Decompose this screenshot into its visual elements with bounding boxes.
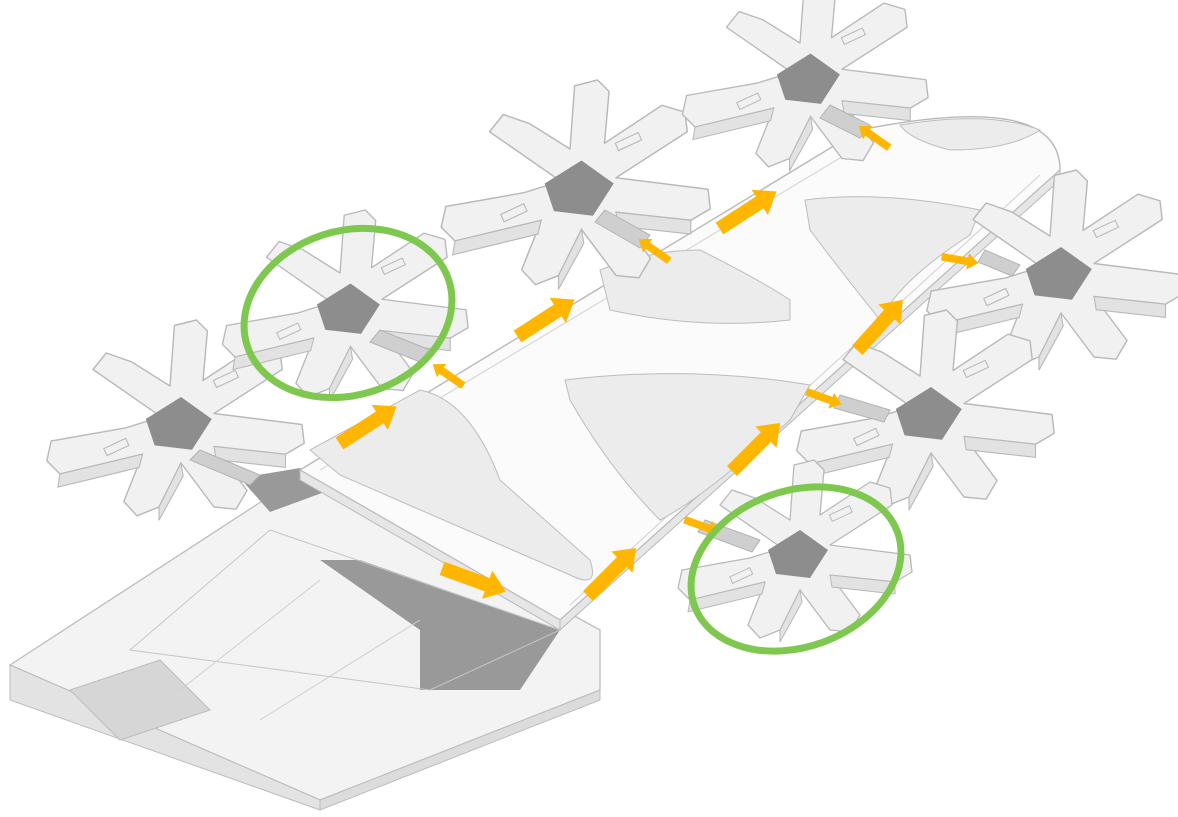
site-axonometric-diagram <box>0 0 1178 817</box>
